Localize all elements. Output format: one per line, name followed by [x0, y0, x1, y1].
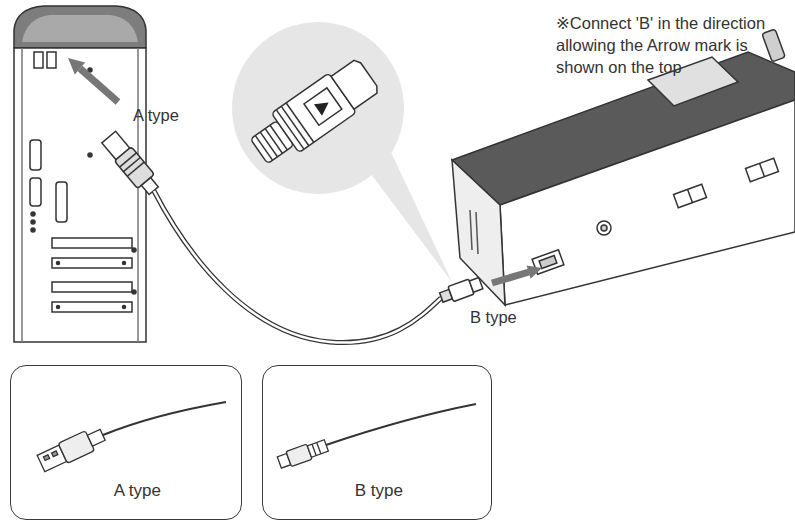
pc-tower	[123, 262, 126, 265]
pc-tower	[52, 302, 132, 312]
pc-tower	[14, 6, 146, 48]
zoom-callout	[331, 58, 380, 109]
connector-label: A type	[133, 104, 223, 126]
usb-a-plug	[127, 162, 144, 176]
insert-arrow	[527, 265, 542, 278]
usb-cable	[103, 402, 226, 435]
pc-tower	[52, 282, 132, 292]
type-label: B type	[355, 481, 403, 501]
type-label: A type	[114, 481, 161, 501]
pc-tower	[57, 306, 60, 309]
usb-a-plug	[36, 425, 107, 474]
usb-b-plug	[439, 276, 484, 305]
connector-label: B type	[470, 306, 560, 328]
type-box: A type	[10, 365, 242, 520]
recorder-device	[762, 29, 785, 62]
usb-cable	[326, 404, 476, 445]
usb-a-plug	[43, 455, 49, 461]
instruction-note: ※Connect 'B' in the direction allowing t…	[556, 12, 794, 78]
pc-tower	[30, 178, 41, 206]
insert-arrow	[68, 58, 85, 75]
recorder-device	[500, 100, 795, 305]
recorder-device	[470, 210, 472, 250]
pc-tower	[137, 48, 139, 342]
pc-tower	[56, 182, 67, 222]
recorder-device	[762, 29, 785, 62]
pc-tower	[88, 153, 92, 157]
usb-a-plug	[87, 429, 105, 446]
recorder-device	[746, 158, 779, 181]
pc-tower	[52, 238, 132, 248]
insert-arrow	[492, 265, 542, 283]
recorder-device	[746, 158, 779, 181]
pc-tower	[22, 15, 138, 42]
usb-b-plug	[312, 444, 316, 455]
insert-arrow	[80, 69, 118, 103]
zoom-callout	[255, 136, 272, 161]
zoom-callout	[265, 129, 282, 154]
recorder-device	[539, 256, 557, 269]
insert-arrow	[68, 58, 118, 102]
recorder-device	[688, 189, 693, 202]
zoom-callout	[314, 97, 333, 116]
pc-tower	[123, 306, 126, 309]
pc-tower	[34, 52, 43, 68]
usb-a-plug	[120, 153, 137, 167]
usb-b-plug	[317, 443, 321, 454]
usb-b-plug	[277, 438, 329, 470]
zoom-callout	[232, 22, 404, 194]
zoom-callout	[304, 88, 342, 125]
insert-arrow	[492, 272, 529, 283]
pc-tower	[132, 248, 136, 252]
usb-cable	[154, 191, 441, 343]
usb-a-plug	[100, 130, 162, 198]
zoom-callout	[245, 55, 382, 171]
zoom-callout	[281, 106, 309, 145]
pc-tower	[57, 262, 60, 265]
zoom-callout	[232, 22, 452, 282]
usb-cable	[154, 191, 441, 343]
recorder-device	[601, 225, 607, 231]
usb-a-plug	[52, 451, 58, 457]
pc-tower	[30, 140, 41, 170]
type-box: B type	[262, 365, 492, 520]
pc-tower	[31, 220, 35, 224]
pc-tower	[31, 212, 35, 216]
recorder-device	[674, 184, 707, 207]
pc-tower	[31, 228, 35, 232]
pc-tower	[14, 48, 146, 342]
pc-tower	[52, 258, 132, 268]
zoom-callout	[276, 110, 304, 149]
usb-a-plug	[123, 158, 140, 172]
pc-tower	[21, 48, 23, 342]
recorder-device	[674, 184, 707, 207]
zoom-callout	[260, 132, 277, 157]
recorder-device	[476, 212, 478, 254]
pc-tower	[132, 290, 136, 294]
recorder-device	[760, 163, 765, 176]
recorder-device	[597, 221, 611, 235]
pc-tower	[88, 68, 92, 72]
usb-b-plug	[307, 440, 328, 457]
zoom-callout	[368, 150, 452, 282]
pc-tower	[47, 52, 56, 68]
